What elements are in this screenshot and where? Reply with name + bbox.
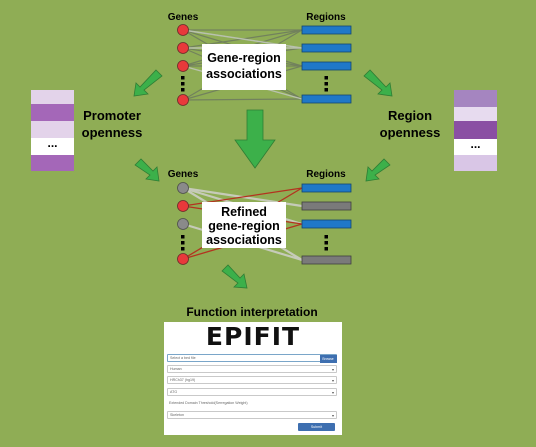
ellipsis-dot [181,247,185,251]
threshold-placeholder: Extended Domain Threshold(Serregation We… [169,401,248,405]
ellipsis-dot [181,82,185,86]
arrow-icon [134,158,160,182]
gene-node [177,253,189,265]
refined-label-line3: associations [206,233,282,247]
gene-node [177,200,189,212]
ellipsis-dot [324,88,328,92]
refined-regions [301,183,352,265]
refined-genes [177,182,189,265]
browse-button[interactable]: Browse [319,354,337,363]
region-block [301,25,352,35]
annotation-select[interactable]: ATG ▾ [167,388,337,396]
associations-label-line2: associations [206,67,282,81]
arrow-icon [133,69,163,97]
threshold-input[interactable]: Extended Domain Threshold(Serregation We… [167,400,337,408]
refined-box [202,202,286,248]
genes-label-mid: Genes [168,169,199,180]
promoter-label-line1: Promoter [83,108,141,123]
arrow-icon [365,158,391,182]
ellipsis-dot [324,247,328,251]
gene-node-inactive [177,182,189,194]
gene-node [177,94,189,106]
regions-label-mid: Regions [306,169,346,180]
region-label-line2: openness [380,125,441,140]
ellipsis-dot [324,82,328,86]
refined-label-line1: Refined [221,205,267,219]
associations-label-line1: Gene-region [207,51,281,65]
method-value: Skeleton [170,413,184,417]
arrow-icon [221,264,248,289]
associations-box [202,44,286,90]
region-block [301,94,352,104]
promoter-openness-bar: ... [31,90,74,171]
ellipsis-dot [181,88,185,92]
method-select[interactable]: Skeleton ▾ [167,411,337,419]
ellipsis-dot [181,241,185,245]
region-ellipsis: ... [470,137,480,151]
gene-node [177,60,189,72]
file-select-placeholder: Select a bed file [170,356,196,360]
genes-label-top: Genes [168,12,199,23]
ellipsis-dot [324,235,328,239]
region-block [301,219,352,229]
top-genes [177,24,189,106]
gene-node [177,42,189,54]
gene-node [177,24,189,36]
epifit-panel: EPIFIT Select a bed file Browse Human ▾ … [164,322,342,435]
region-block-inactive [301,201,352,211]
gene-node-inactive [177,218,189,230]
chevron-down-icon: ▾ [331,390,334,395]
arrows [133,69,393,289]
region-block [301,61,352,71]
region-block [301,183,352,193]
arrow-icon [363,69,393,97]
ellipsis-dot [324,76,328,80]
chevron-down-icon: ▾ [331,378,334,383]
refined-label-line2: gene-region [208,219,280,233]
top-regions [301,25,352,104]
regions-label-top: Regions [306,12,346,23]
genome-select[interactable]: HRCh37 (hg19) ▾ [167,376,337,384]
chevron-down-icon: ▾ [331,413,334,418]
region-openness-bar: ... [454,90,497,171]
region-block [301,43,352,53]
ellipsis-dot [324,241,328,245]
function-interpretation-title: Function interpretation [186,305,317,319]
species-value: Human [170,367,182,371]
genome-value: HRCh37 (hg19) [170,378,196,382]
arrow-icon [234,109,276,169]
promoter-ellipsis: ... [47,136,57,150]
submit-button[interactable]: Submit [298,423,335,431]
epifit-logo: EPIFIT [205,322,301,351]
promoter-label-line2: openness [82,125,143,140]
file-select-field[interactable]: Select a bed file Browse [167,354,337,363]
annotation-value: ATG [170,390,178,394]
ellipsis-dot [181,235,185,239]
chevron-down-icon: ▾ [331,367,334,372]
region-block-inactive [301,255,352,265]
region-label-line1: Region [388,108,432,123]
species-select[interactable]: Human ▾ [167,365,337,373]
ellipsis-dot [181,76,185,80]
